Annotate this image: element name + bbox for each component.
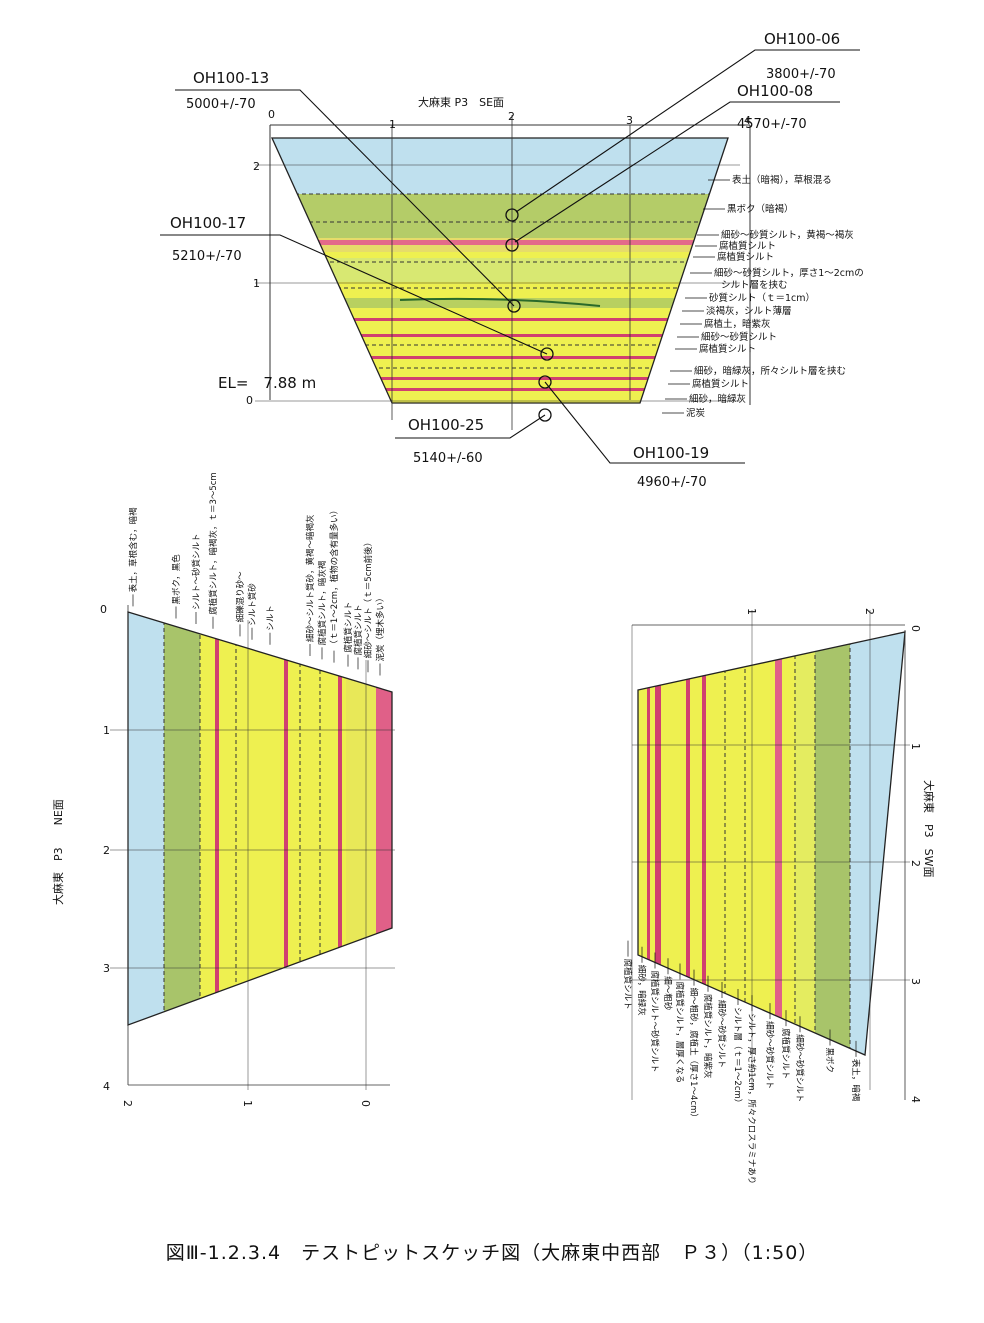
sample-age-2: 3800+/-70: [766, 67, 836, 82]
se-layer-label: 細砂～砂質シルト: [701, 331, 777, 343]
sample-id-2: OH100-06: [764, 30, 840, 48]
sample-age-5: 5140+/-60: [413, 451, 483, 466]
sw-layer-label: 腐植質シルト: [622, 959, 633, 1010]
sw-title: 大麻東 P3 SW面: [922, 780, 936, 878]
sw-layer-label: 細砂～砂質シルト: [716, 1000, 727, 1068]
se-layer-label: 泥炭: [686, 407, 706, 419]
se-face: 0 1 2 3 4 2 1 0 大麻東 P3 SE面 EL= 7.88 m OH…: [160, 30, 864, 490]
se-layer-label: 表土（暗褐），草根混る: [732, 174, 832, 186]
se-layer-label: 細砂，暗緑灰: [689, 393, 746, 405]
ne-layer-label: シルト: [266, 605, 276, 631]
ne-axis-1: 1: [241, 1100, 254, 1107]
ne-depth-0: 0: [100, 603, 107, 616]
ne-layer-label: 黒ボク，黒色: [171, 554, 182, 605]
sw-depth-2: 2: [909, 860, 922, 867]
se-layer-label: 黒ボク（暗褐）: [727, 203, 794, 215]
sw-layer-label: 細～粗砂: [662, 976, 673, 1011]
se-axis-4: 4: [744, 114, 751, 127]
sw-depth-1: 1: [909, 743, 922, 750]
se-depth-2: 2: [253, 160, 260, 173]
se-layer-label: 細砂，暗緑灰，所々シルト層を挟む: [694, 365, 846, 377]
figure-caption: 図Ⅲ-1.2.3.4 テストピットスケッチ図（大麻東中西部 Ｐ３）（1:50）: [165, 1242, 819, 1264]
sw-face: 0 1 2 3 4 1 2 大麻東 P3 SW面 表土，暗褐 黒ボク 細砂～砂質シル…: [622, 608, 936, 1184]
se-layer-label: 細砂～砂質シルト，厚さ1～2cmの: [714, 267, 864, 279]
sw-layer-label: 細砂，暗緑灰: [636, 965, 647, 1016]
sw-layer-label: 細砂～砂質シルト: [794, 1034, 805, 1102]
sample-id-3: OH100-08: [737, 82, 813, 100]
se-title: 大麻東 P3 SE面: [418, 95, 504, 109]
se-layer-label: 細砂～砂質シルト，黄褐～褐灰: [721, 229, 854, 241]
sw-layer-label: シルト，厚さ約1cm，所々クロスラミナあり: [746, 1013, 757, 1184]
sample-id-1: OH100-13: [193, 69, 269, 87]
se-depth-1: 1: [253, 277, 260, 290]
se-layer-label: 腐植質シルト: [719, 240, 776, 252]
sw-layer-label: 黒ボク: [824, 1047, 834, 1073]
ne-depth-1: 1: [103, 724, 110, 737]
se-elevation: EL= 7.88 m: [218, 374, 316, 392]
ne-title: 大麻東 P3 NE面: [51, 799, 65, 905]
sample-age-3: 4570+/-70: [737, 117, 807, 132]
sw-layer-label: シルト層（ｔ＝1～2cm）: [732, 1007, 743, 1107]
se-layer-label: 腐植質シルト: [692, 378, 749, 390]
ne-layer-label: 腐植質シルト，暗灰褐: [317, 561, 328, 646]
sample-id-6: OH100-19: [633, 444, 709, 462]
se-layer-label: シルト層を挟む: [721, 279, 788, 291]
ne-layer-label: シルト質砂: [247, 583, 258, 626]
sample-age-1: 5000+/-70: [186, 97, 256, 112]
ne-axis-2: 2: [121, 1100, 134, 1107]
se-axis-2: 2: [508, 110, 515, 123]
se-axis-0: 0: [268, 108, 275, 121]
sample-point: [538, 408, 552, 422]
ne-layer-label: 腐植質シルト: [343, 602, 354, 653]
se-depth-0: 0: [246, 394, 253, 407]
sample-id-4: OH100-17: [170, 214, 246, 232]
ne-depth-2: 2: [103, 844, 110, 857]
sw-depth-0: 0: [909, 625, 922, 632]
ne-layer-label: 腐植質シルト: [353, 604, 364, 655]
se-layer-label: 腐植土，暗紫灰: [704, 318, 771, 330]
se-axis-1: 1: [389, 118, 396, 131]
ne-layer-label: （ｔ＝1～2cm，植物の含有量多い）: [329, 506, 340, 649]
sample-point: [538, 375, 552, 389]
sw-layer-label: 腐植質シルト～砂質シルト: [649, 970, 660, 1072]
ne-axis-0: 0: [359, 1100, 372, 1107]
ne-layer-label: 腐植質シルト，暗褐灰，ｔ＝3～5cm: [208, 472, 219, 615]
se-axis-3: 3: [626, 114, 633, 127]
sw-layer-label: 腐植質シルト，層厚くなる: [674, 981, 685, 1083]
sw-axis-2: 2: [863, 608, 876, 615]
sw-depth-3: 3: [909, 978, 922, 985]
ne-layer-label: 細礫混り砂～: [235, 571, 246, 623]
ne-layer-label: 細砂～シルト（ｔ＝5cm前後）: [363, 538, 374, 658]
sw-layer-label: 表土，暗褐: [850, 1059, 861, 1102]
sw-layer-label: 細～粗砂，腐植土（厚さ1～4cm）: [688, 988, 699, 1122]
sw-axis-1: 1: [745, 608, 758, 615]
ne-layer-label: 細砂～シルト質砂，黄褐～暗褐灰: [305, 514, 316, 642]
ne-depth-4: 4: [103, 1080, 110, 1093]
se-layer-label: 砂質シルト（ｔ＝1cm）: [709, 292, 815, 304]
ne-layer-label: 表土，草根含む，暗褐: [128, 507, 139, 592]
sample-point: [507, 299, 521, 313]
sw-depth-4: 4: [909, 1096, 922, 1103]
ne-depth-3: 3: [103, 962, 110, 975]
se-layer-label: 腐植質シルト: [717, 251, 774, 263]
sample-age-6: 4960+/-70: [637, 475, 707, 490]
sample-point: [540, 347, 554, 361]
ne-face: 0 1 2 3 4 2 1 0 大麻東 P3 NE面 表土，草根含む，暗褐黒ボク…: [51, 472, 395, 1107]
ne-layer-label: シルト～砂質シルト: [191, 534, 202, 611]
sample-age-4: 5210+/-70: [172, 249, 242, 264]
se-layer-label: 腐植質シルト: [699, 343, 756, 355]
sw-layer-label: 細砂～砂質シルト: [764, 1021, 775, 1089]
sample-point: [505, 238, 519, 252]
sample-id-5: OH100-25: [408, 416, 484, 434]
ne-layer-label: 泥炭（埋木多い）: [375, 594, 386, 662]
sw-layer-label: 腐植質シルト: [780, 1028, 791, 1079]
se-layer-label: 淡褐灰，シルト薄層: [706, 305, 792, 317]
sw-layer-label: 腐植質シルト，暗紫灰: [702, 994, 713, 1079]
sample-point: [505, 208, 519, 222]
